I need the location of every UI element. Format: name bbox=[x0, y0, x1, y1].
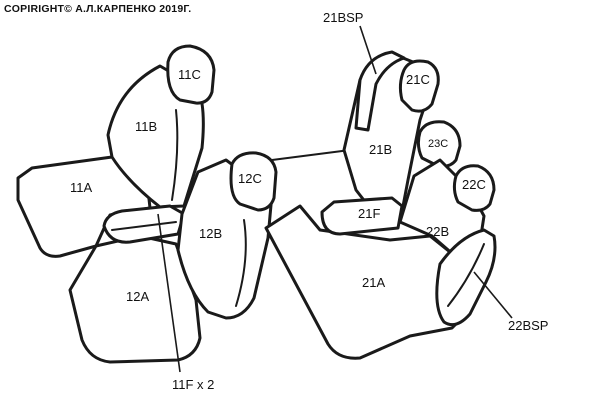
label-21f: 21F bbox=[358, 206, 380, 221]
part-11c-headrest bbox=[166, 44, 216, 105]
part-12b-seam bbox=[235, 219, 247, 307]
part-12c-headrest bbox=[229, 151, 278, 212]
part-12a-cushion bbox=[68, 234, 202, 364]
label-11c: 11C bbox=[178, 67, 201, 82]
label-21b: 21B bbox=[369, 142, 392, 157]
part-21f-armrest bbox=[320, 196, 404, 236]
part-11b-seam bbox=[171, 109, 179, 201]
part-22bsp-seam bbox=[447, 243, 485, 307]
label-11a: 11A bbox=[70, 180, 92, 195]
label-21a: 21A bbox=[362, 275, 385, 290]
rear-bench-top-edge bbox=[271, 149, 351, 161]
label-21c: 21C bbox=[406, 72, 430, 87]
leader-11f bbox=[157, 213, 181, 373]
label-11f: 11F x 2 bbox=[172, 377, 214, 392]
label-12b: 12B bbox=[199, 226, 222, 241]
label-12c: 12C bbox=[238, 171, 262, 186]
leader-22bsp bbox=[473, 271, 513, 319]
part-11f-armrest bbox=[102, 204, 186, 244]
leader-21bsp bbox=[359, 25, 377, 75]
copyright-text: COPIRIGHT© А.Л.КАРПЕНКО 2019Г. bbox=[4, 3, 192, 15]
label-22b: 22B bbox=[426, 224, 449, 239]
label-22c: 22C bbox=[462, 177, 486, 192]
label-22bsp: 22BSP bbox=[508, 318, 548, 333]
label-23c: 23C bbox=[428, 138, 448, 150]
part-11f-armrest-edge bbox=[111, 221, 177, 231]
part-21c-headrest bbox=[398, 59, 440, 113]
part-22c-headrest bbox=[452, 164, 496, 212]
label-11b: 11B bbox=[135, 119, 157, 134]
part-21bsp-side-panel bbox=[354, 50, 406, 132]
part-21a-cushion bbox=[264, 204, 472, 360]
label-21bsp: 21BSP bbox=[323, 10, 363, 25]
label-12a: 12A bbox=[126, 289, 149, 304]
part-23c-headrest bbox=[416, 120, 462, 168]
